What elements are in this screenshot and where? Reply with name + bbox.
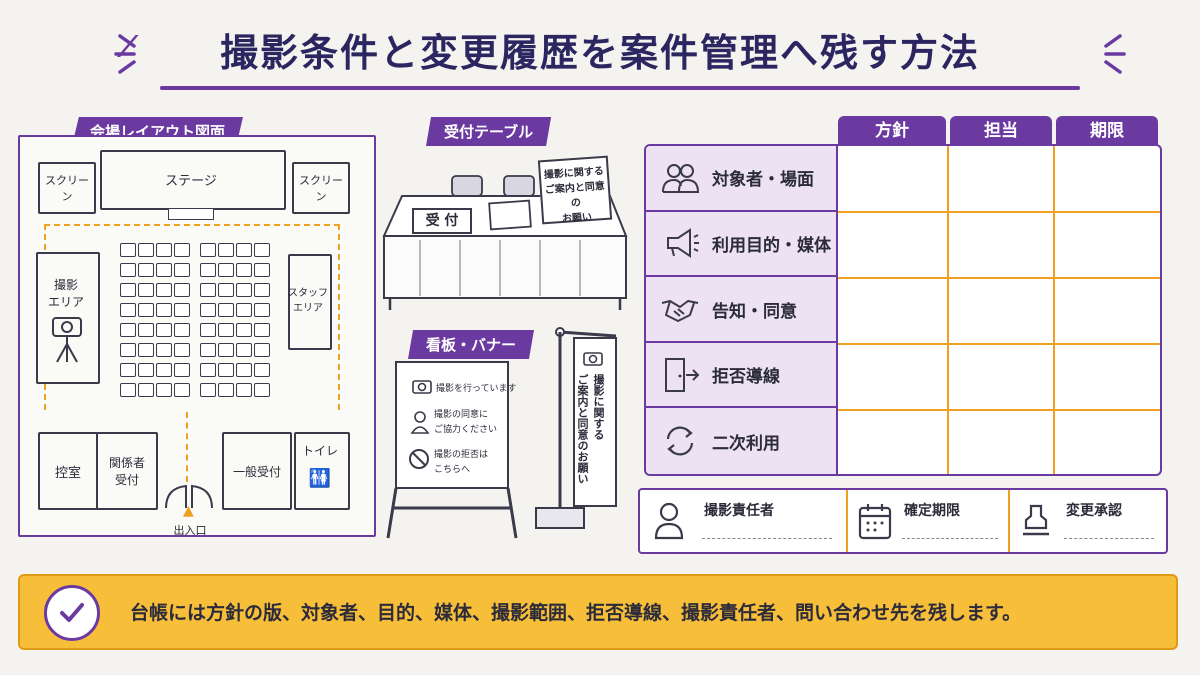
header-policy: 方針	[838, 116, 946, 146]
person-icon	[410, 411, 430, 434]
green-room: 控室	[38, 432, 98, 510]
stage-step	[168, 208, 214, 220]
page-title: 撮影条件と変更履歴を案件管理へ残す方法	[219, 31, 980, 75]
approval-line	[1064, 538, 1154, 539]
row-refusal-label: 拒否導線	[712, 367, 780, 388]
seats-left	[120, 243, 190, 397]
row-purpose: 利用目的・媒体	[646, 211, 836, 278]
approval-cell: 変更承認	[1010, 490, 1166, 552]
row-target-label: 対象者・場面	[712, 170, 814, 191]
shoot-area-label: 撮影 エリア	[47, 278, 84, 309]
sign-line-3: 撮影の拒否は こちらへ	[434, 450, 489, 475]
deadline-line	[902, 538, 998, 539]
footer-banner	[18, 574, 1178, 650]
camera-icon	[412, 380, 432, 394]
person-icon	[654, 502, 684, 540]
entrance-arrow: ▲	[183, 503, 194, 519]
responsibility-box: 撮影責任者 確定期限 変更承認	[638, 488, 1168, 554]
camera-tripod-icon	[52, 317, 82, 363]
signboard-tag: 看板・バナー	[408, 330, 535, 359]
row-refusal: 拒否導線	[646, 342, 836, 409]
owner-line	[702, 538, 832, 539]
banner-camera-icon	[583, 352, 603, 366]
banner-stand-drawing	[535, 327, 617, 529]
row-consent-label: 告知・同意	[712, 301, 797, 322]
check-badge	[44, 585, 100, 641]
info-divider-2	[1008, 490, 1010, 552]
megaphone-icon	[667, 228, 699, 259]
reception-table-tag: 受付テーブル	[426, 117, 552, 146]
reception-info-sign: 撮影に関する ご案内と同意の お願い	[537, 155, 613, 225]
sparkle-left-icon	[114, 34, 136, 74]
banner-text: 撮影に関する ご案内と同意のお願い	[576, 374, 605, 484]
staff-area	[288, 254, 332, 350]
row-reuse: 二次利用	[646, 408, 836, 474]
staff-reception: 関係者 受付	[96, 432, 158, 510]
footer-text: 台帳には方針の版、対象者、目的、媒体、撮影範囲、拒否導線、撮影責任者、問い合わせ…	[130, 602, 1022, 624]
row-purpose-label: 利用目的・媒体	[712, 235, 831, 256]
owner-cell: 撮影責任者	[640, 490, 846, 552]
people-icon	[662, 163, 700, 193]
stage-label: ステージ	[165, 174, 217, 189]
approval-label: 変更承認	[1066, 503, 1122, 519]
prohibited-icon	[409, 449, 429, 469]
row-labels: 対象者・場面 利用目的・媒体 告知・同意 拒否導線 二次利用	[646, 146, 838, 474]
header-deadline: 期限	[1056, 116, 1158, 146]
path-vertical	[186, 412, 188, 482]
calendar-icon	[858, 504, 892, 540]
matrix-grid	[838, 146, 1160, 474]
info-divider-1	[846, 490, 848, 552]
reception-desk-sign: 受 付	[412, 208, 472, 234]
deadline-cell: 確定期限	[848, 490, 1008, 552]
row-target: 対象者・場面	[646, 146, 836, 212]
policy-matrix: 対象者・場面 利用目的・媒体 告知・同意 拒否導線 二次利用	[644, 144, 1162, 476]
screen-left: スクリーン	[38, 162, 96, 214]
toilet-icon: 🚻	[308, 468, 332, 489]
owner-label: 撮影責任者	[704, 503, 774, 519]
row-consent: 告知・同意	[646, 277, 836, 343]
deadline-label: 確定期限	[904, 503, 960, 519]
toilet	[294, 432, 350, 510]
entrance-doors	[165, 484, 213, 508]
sign-line-1: 撮影を行っています	[436, 384, 517, 394]
row-reuse-label: 二次利用	[712, 433, 780, 454]
exit-door-icon	[665, 357, 700, 392]
screen-right: スクリーン	[292, 162, 350, 214]
handshake-icon	[661, 300, 699, 323]
seats-right	[200, 243, 270, 397]
toilet-label: トイレ	[301, 444, 338, 458]
header-owner: 担当	[950, 116, 1052, 146]
check-icon	[60, 603, 84, 622]
entrance-label: 出入口	[173, 524, 207, 537]
general-reception: 一般受付	[222, 432, 292, 510]
title-underline	[160, 86, 1080, 90]
cycle-icon	[666, 426, 694, 456]
stamp-icon	[1023, 504, 1049, 536]
staff-area-label: スタッフ エリア	[288, 288, 328, 314]
sparkle-right-icon	[1104, 34, 1126, 74]
sign-line-2: 撮影の同意に ご協力ください	[434, 410, 498, 435]
